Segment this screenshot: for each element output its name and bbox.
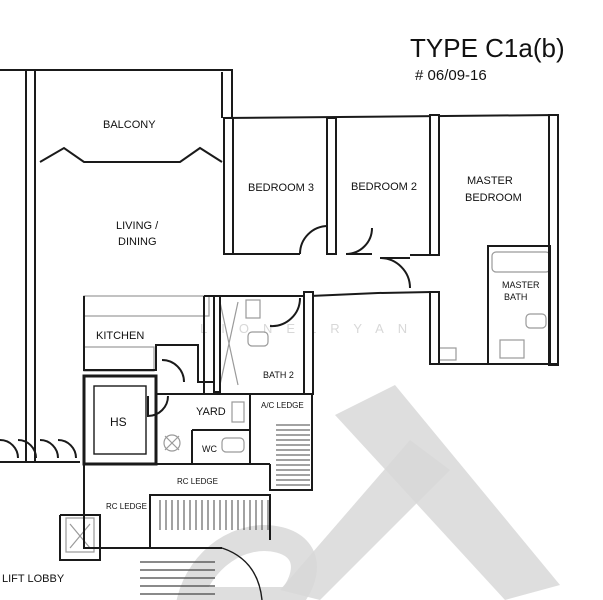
balcony-railing bbox=[39, 146, 223, 163]
ac-ledge-hatch bbox=[276, 424, 310, 486]
label-wc: WC bbox=[202, 444, 217, 454]
watermark-x-mark-2 bbox=[280, 440, 450, 600]
label-bedroom2: BEDROOM 2 bbox=[351, 181, 417, 193]
label-kitchen: KITCHEN bbox=[96, 330, 144, 342]
master-bath-vanity bbox=[499, 339, 525, 359]
yard-drain bbox=[163, 434, 181, 452]
master-bath-toilet bbox=[525, 313, 547, 329]
plan-units: # 06/09-16 bbox=[415, 67, 487, 84]
label-master-bath-line1: MASTER bbox=[502, 280, 540, 290]
wc-toilet bbox=[221, 437, 245, 453]
label-living-line1: LIVING / bbox=[116, 220, 159, 232]
bedrooms-top-wall bbox=[223, 114, 558, 119]
label-hs: HS bbox=[110, 415, 127, 429]
hs-inner bbox=[93, 385, 147, 455]
bath2-partition bbox=[213, 295, 221, 393]
lift-shaft bbox=[65, 517, 95, 553]
master-door bbox=[379, 257, 411, 289]
living-door-left bbox=[0, 439, 77, 459]
fixtures bbox=[65, 251, 551, 553]
kitchen-door bbox=[161, 359, 185, 383]
label-balcony: BALCONY bbox=[103, 119, 156, 131]
washer-icon bbox=[164, 435, 180, 451]
kitchen-wall bbox=[83, 296, 214, 383]
lobby-curve bbox=[221, 547, 263, 600]
label-yard: YARD bbox=[196, 406, 226, 418]
master-bath-wall bbox=[487, 245, 551, 365]
plan-title: TYPE C1a(b) bbox=[410, 33, 565, 63]
label-ac-ledge: A/C LEDGE bbox=[261, 401, 304, 410]
yard-tub bbox=[231, 401, 245, 423]
label-bath2: BATH 2 bbox=[263, 370, 294, 380]
kitchen-counter-left bbox=[83, 346, 155, 372]
label-bedroom3: BEDROOM 3 bbox=[248, 182, 314, 194]
balcony-outer-wall bbox=[0, 69, 233, 118]
bedroom-left-wall bbox=[223, 117, 234, 255]
rc-ledge-hatch bbox=[159, 500, 269, 530]
bathtub bbox=[491, 251, 551, 273]
living-column bbox=[25, 69, 36, 463]
watermark-e-mark bbox=[176, 525, 317, 600]
watermark-x-mark bbox=[335, 385, 560, 600]
bath2-toilet bbox=[247, 331, 269, 347]
bedroom-divider-1 bbox=[326, 117, 337, 255]
label-master-line2: BEDROOM bbox=[465, 192, 522, 204]
bath2-basin bbox=[245, 299, 261, 319]
label-living-line2: DINING bbox=[118, 236, 157, 248]
label-rc-ledge-upper: RC LEDGE bbox=[177, 477, 218, 486]
rc-ledge-wall bbox=[83, 464, 271, 549]
bath2-door bbox=[269, 297, 302, 328]
label-master-line1: MASTER bbox=[467, 175, 513, 187]
bedroom3-door bbox=[299, 225, 329, 255]
kitchen-counter-top bbox=[83, 295, 210, 317]
lobby-wall bbox=[59, 514, 101, 561]
lift-cross bbox=[69, 523, 91, 549]
master-lower-left-wall bbox=[429, 291, 440, 365]
ledge-box bbox=[437, 347, 457, 361]
corridor-top-wall bbox=[309, 291, 433, 297]
bedroom-divider-2 bbox=[429, 114, 440, 256]
ac-ledge-wall bbox=[250, 393, 313, 491]
hs-door bbox=[147, 395, 169, 418]
lobby-stairs bbox=[140, 561, 215, 595]
label-lift-lobby: LIFT LOBBY bbox=[2, 573, 65, 585]
walls bbox=[0, 69, 559, 600]
bath2-shower-diag-2 bbox=[219, 301, 239, 386]
label-rc-ledge-lower: RC LEDGE bbox=[106, 502, 147, 511]
label-master-bath-line2: BATH bbox=[504, 292, 527, 302]
bedroom2-door bbox=[345, 227, 373, 255]
corridor-column bbox=[303, 291, 314, 395]
watermark: LIONELRYAN bbox=[176, 321, 560, 600]
